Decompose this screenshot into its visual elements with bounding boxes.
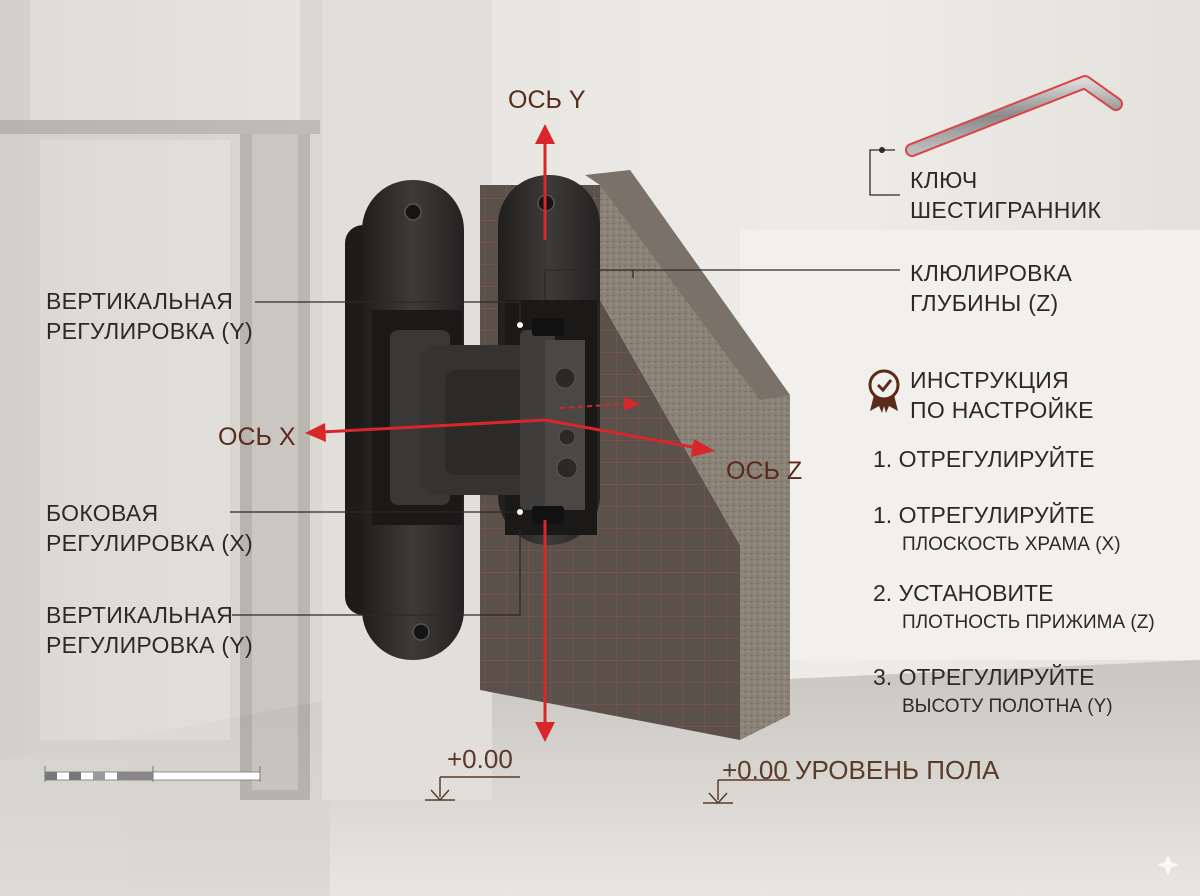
level-label-right: +0.00 УРОВЕНЬ ПОЛА xyxy=(722,755,1000,785)
hex-key-icon xyxy=(905,75,1123,157)
window-frame xyxy=(0,0,330,896)
callout-depth: КЛЮЛИРОВКА ГЛУБИНЫ (Z) xyxy=(910,260,1073,316)
instruction-step-2-title: 1. ОТРЕГУЛИРУЙТЕ xyxy=(873,502,1095,528)
callout-vertical-top: ВЕРТИКАЛЬНАЯ РЕГУЛИРОВКА (Y) xyxy=(46,288,253,344)
screw-icon xyxy=(404,203,422,221)
axis-x-label: ОСЬ X xyxy=(218,423,296,451)
badge-check-icon xyxy=(868,369,900,413)
instruction-step-3-sub: ПЛОТНОСТЬ ПРИЖИМА (Z) xyxy=(902,612,1155,633)
instruction-step-3-title: 2. УСТАНОВИТЕ xyxy=(873,580,1054,606)
scale-bar xyxy=(44,766,261,782)
level-label-left: +0.00 xyxy=(447,744,513,774)
callout-lateral: БОКОВАЯ РЕГУЛИРОВКА (X) xyxy=(46,500,253,556)
door-panel-top xyxy=(585,170,790,400)
instruction-step-2-sub: ПЛОСКОСТЬ ХРАМА (X) xyxy=(902,534,1121,555)
adjust-screw-bottom xyxy=(532,506,564,524)
callout-hex-key: КЛЮЧ ШЕСТИГРАННИК xyxy=(910,167,1102,223)
axis-y-label: ОСЬ Y xyxy=(508,86,586,114)
level-marker-left xyxy=(425,776,520,802)
back-wall-opening xyxy=(740,230,1200,660)
level-marker-right xyxy=(703,779,790,805)
instruction-step-1-title: 1. ОТРЕГУЛИРУЙТЕ xyxy=(873,446,1095,472)
adjust-screw-top xyxy=(532,318,564,336)
leader-lines xyxy=(230,147,900,616)
axis-z-arrow xyxy=(544,397,715,457)
instruction-step-4-title: 3. ОТРЕГУЛИРУЙТЕ xyxy=(873,664,1095,690)
instructions-title: ИНСТРУКЦИЯ ПО НАСТРОЙКЕ xyxy=(910,367,1094,423)
axis-x-arrow xyxy=(305,418,546,442)
callout-vertical-bottom: ВЕРТИКАЛЬНАЯ РЕГУЛИРОВКА (Y) xyxy=(46,602,253,658)
axis-z-label: ОСЬ Z xyxy=(726,457,803,485)
screw-icon xyxy=(412,623,430,641)
axis-y-arrow xyxy=(535,124,555,742)
sparkle-icon xyxy=(1157,854,1179,876)
instruction-step-4-sub: ВЫСОТУ ПОЛОТНА (Y) xyxy=(902,696,1113,717)
